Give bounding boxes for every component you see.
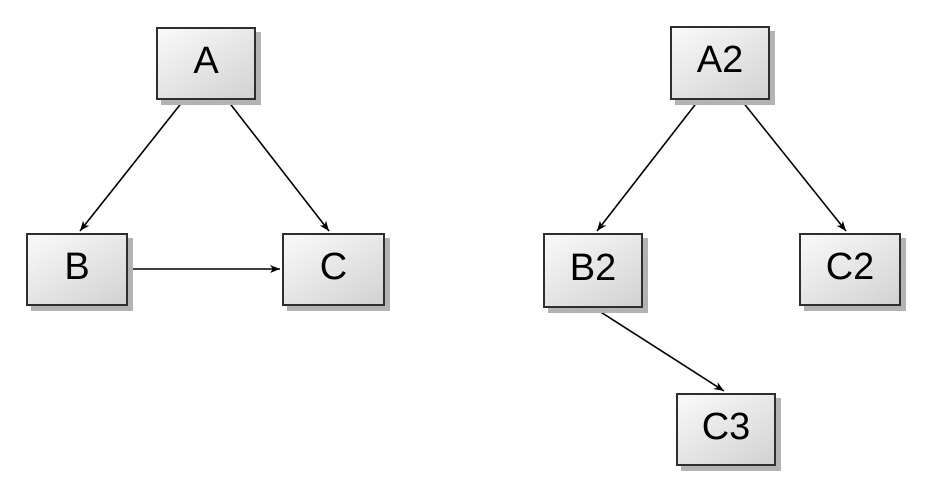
- edge-A2-C2: [741, 100, 847, 232]
- node-label-C3: C3: [701, 405, 751, 448]
- node-label-C2: C2: [825, 245, 875, 288]
- node-A2[interactable]: A2: [670, 26, 770, 100]
- node-label-B2: B2: [569, 246, 617, 289]
- edge-A-B: [79, 100, 184, 232]
- node-label-A2: A2: [696, 39, 744, 81]
- node-C3[interactable]: C3: [676, 393, 776, 466]
- node-label-C: C: [319, 245, 348, 288]
- node-C[interactable]: C: [282, 233, 385, 306]
- node-label-B: B: [64, 245, 90, 288]
- node-C2[interactable]: C2: [799, 233, 901, 306]
- node-label-A: A: [193, 39, 219, 82]
- edge-A-C: [227, 100, 330, 232]
- node-A[interactable]: A: [156, 27, 256, 100]
- edge-B2-C3: [595, 308, 725, 392]
- edge-A2-B2: [596, 100, 699, 232]
- node-B[interactable]: B: [26, 233, 128, 306]
- node-B2[interactable]: B2: [543, 233, 643, 308]
